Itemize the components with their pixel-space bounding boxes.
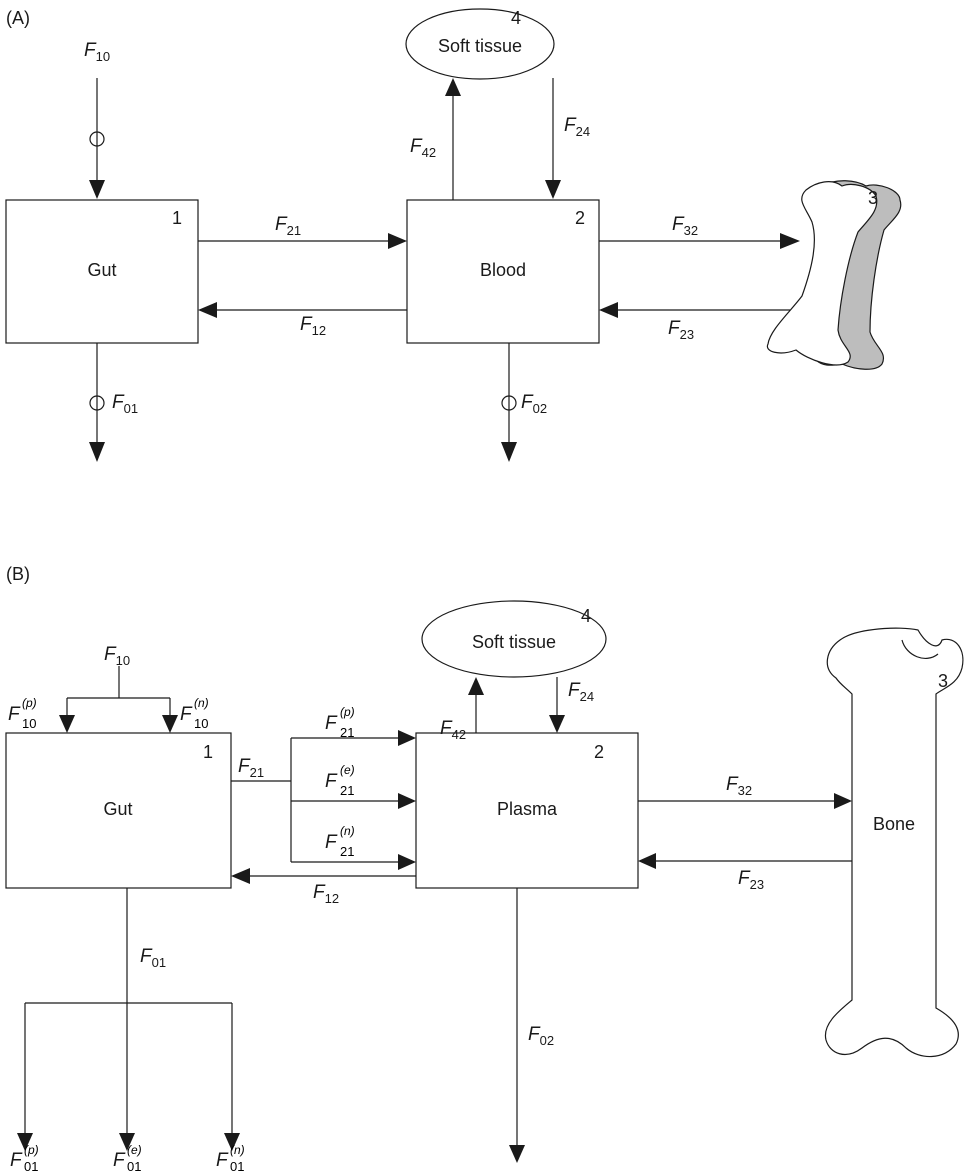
a-gut-number: 1 <box>172 208 182 228</box>
svg-text:F: F <box>113 1150 126 1171</box>
b-f02-label: F02 <box>528 1024 554 1048</box>
svg-text:01: 01 <box>230 1159 244 1173</box>
svg-text:21: 21 <box>340 725 354 740</box>
b-bone-number: 3 <box>938 671 948 691</box>
svg-text:01: 01 <box>24 1159 38 1173</box>
svg-text:10: 10 <box>194 716 208 731</box>
b-f42-arrowhead <box>468 677 484 695</box>
svg-text:(p): (p) <box>24 1143 39 1157</box>
b-f10p-label: F (p) 10 <box>8 696 37 731</box>
a-bone-compartment <box>767 181 900 370</box>
a-bone-number: 3 <box>868 188 878 208</box>
b-f01p-label: F (p) 01 <box>10 1143 39 1173</box>
b-f21e-label: F (e) 21 <box>325 763 355 798</box>
b-f24-label: F24 <box>568 680 594 704</box>
svg-text:10: 10 <box>22 716 36 731</box>
a-f42-arrowhead <box>445 78 461 96</box>
b-f10n-arrowhead <box>162 715 178 733</box>
b-f01-label: F01 <box>140 946 166 970</box>
a-f23-label: F23 <box>668 318 694 342</box>
a-f32-label: F32 <box>672 214 698 238</box>
a-f12-arrowhead <box>198 302 217 318</box>
a-f21-label: F21 <box>275 214 301 238</box>
svg-text:(n): (n) <box>194 696 209 710</box>
b-bone-compartment <box>825 628 962 1056</box>
a-soft-tissue-label: Soft tissue <box>438 36 522 56</box>
b-gut-number: 1 <box>203 742 213 762</box>
b-plasma-number: 2 <box>594 742 604 762</box>
b-gut-label: Gut <box>103 799 132 819</box>
b-f24-arrowhead <box>549 715 565 733</box>
b-f12-label: F12 <box>313 882 339 906</box>
svg-text:F: F <box>325 832 338 853</box>
b-f02-arrowhead <box>509 1145 525 1163</box>
b-f01e-label: F (e) 01 <box>113 1143 142 1173</box>
a-f01-label: F01 <box>112 392 138 416</box>
b-bone-label: Bone <box>873 814 915 834</box>
b-f32-label: F32 <box>726 774 752 798</box>
a-f10-arrowhead <box>89 180 105 199</box>
b-f01n-label: F (n) 01 <box>216 1143 245 1173</box>
svg-text:(n): (n) <box>230 1143 245 1157</box>
a-blood-number: 2 <box>575 208 585 228</box>
b-f42-label: F42 <box>440 718 466 742</box>
b-f10-label: F10 <box>104 644 130 668</box>
b-f32-arrowhead <box>834 793 852 809</box>
svg-text:F: F <box>216 1150 229 1171</box>
a-gut-label: Gut <box>87 260 116 280</box>
b-f10n-label: F (n) 10 <box>180 696 209 731</box>
b-f21n-label: F (n) 21 <box>325 824 355 859</box>
svg-text:F: F <box>325 713 338 734</box>
a-f24-arrowhead <box>545 180 561 199</box>
a-f01-arrowhead <box>89 442 105 462</box>
a-soft-tissue-number: 4 <box>511 8 521 28</box>
a-f24-label: F24 <box>564 115 590 139</box>
b-soft-tissue-number: 4 <box>581 606 591 626</box>
svg-text:F: F <box>8 704 21 725</box>
svg-text:(e): (e) <box>340 763 355 777</box>
svg-text:01: 01 <box>127 1159 141 1173</box>
a-f12-label: F12 <box>300 314 326 338</box>
a-f32-arrowhead <box>780 233 800 249</box>
a-f02-label: F02 <box>521 392 547 416</box>
svg-text:21: 21 <box>340 844 354 859</box>
panel-a-label: (A) <box>6 8 30 28</box>
b-plasma-label: Plasma <box>497 799 558 819</box>
svg-text:F: F <box>180 704 193 725</box>
svg-text:21: 21 <box>340 783 354 798</box>
panel-b-label: (B) <box>6 564 30 584</box>
b-f21e-arrowhead <box>398 793 416 809</box>
svg-text:(p): (p) <box>340 705 355 719</box>
a-f42-label: F42 <box>410 136 436 160</box>
b-soft-tissue-label: Soft tissue <box>472 632 556 652</box>
svg-text:F: F <box>325 771 338 792</box>
b-f12-arrowhead <box>231 868 250 884</box>
a-f21-arrowhead <box>388 233 407 249</box>
b-f21n-arrowhead <box>398 854 416 870</box>
b-f21p-label: F (p) 21 <box>325 705 355 740</box>
b-f10p-arrowhead <box>59 715 75 733</box>
b-f23-arrowhead <box>638 853 656 869</box>
svg-text:(n): (n) <box>340 824 355 838</box>
a-f10-label: F10 <box>84 40 110 64</box>
svg-text:(e): (e) <box>127 1143 142 1157</box>
b-f21p-arrowhead <box>398 730 416 746</box>
a-f23-arrowhead <box>599 302 618 318</box>
svg-text:F: F <box>10 1150 23 1171</box>
svg-text:(p): (p) <box>22 696 37 710</box>
a-blood-label: Blood <box>480 260 526 280</box>
b-f21-label: F21 <box>238 756 264 780</box>
b-f23-label: F23 <box>738 868 764 892</box>
a-f02-arrowhead <box>501 442 517 462</box>
